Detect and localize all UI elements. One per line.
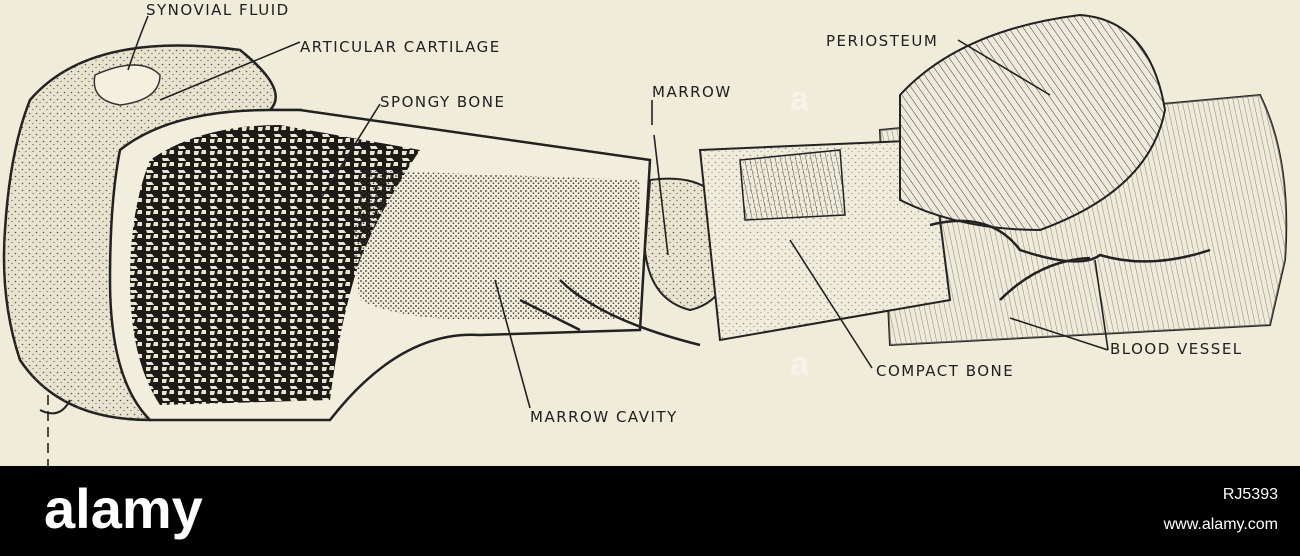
label-marrow-cavity: MARROW CAVITY xyxy=(530,408,678,426)
label-synovial-fluid: SYNOVIAL FLUID xyxy=(146,1,290,19)
label-marrow: MARROW xyxy=(652,83,732,101)
label-periosteum: PERIOSTEUM xyxy=(826,32,939,50)
periosteum-flap xyxy=(899,13,1167,232)
image-code: RJ5393 xyxy=(1222,486,1278,503)
watermark-marks: a a xyxy=(790,80,810,383)
label-blood-vessel: BLOOD VESSEL xyxy=(1110,340,1243,358)
label-compact-bone: COMPACT BONE xyxy=(876,362,1015,380)
logo-text: alamy xyxy=(44,480,203,540)
alamy-logo: alamy xyxy=(44,480,203,540)
leader-lines xyxy=(47,15,1109,466)
stock-footer: alamy RJ5393 www.alamy.com xyxy=(0,466,1300,556)
svg-text:a: a xyxy=(790,80,810,118)
label-spongy-bone: SPONGY BONE xyxy=(380,93,506,111)
bone-illustration: a a xyxy=(2,13,1288,466)
blood-vessels xyxy=(519,219,1211,347)
spongy-bone-section xyxy=(108,108,652,422)
svg-text:a: a xyxy=(790,345,810,383)
compact-bone-layer xyxy=(698,138,952,342)
site-url[interactable]: www.alamy.com xyxy=(1163,516,1278,533)
bone-diagram: a a SYNOVIAL FLUID ARTICULAR CARTILAGE S… xyxy=(2,1,1288,466)
label-articular-cartilage: ARTICULAR CARTILAGE xyxy=(300,38,501,56)
